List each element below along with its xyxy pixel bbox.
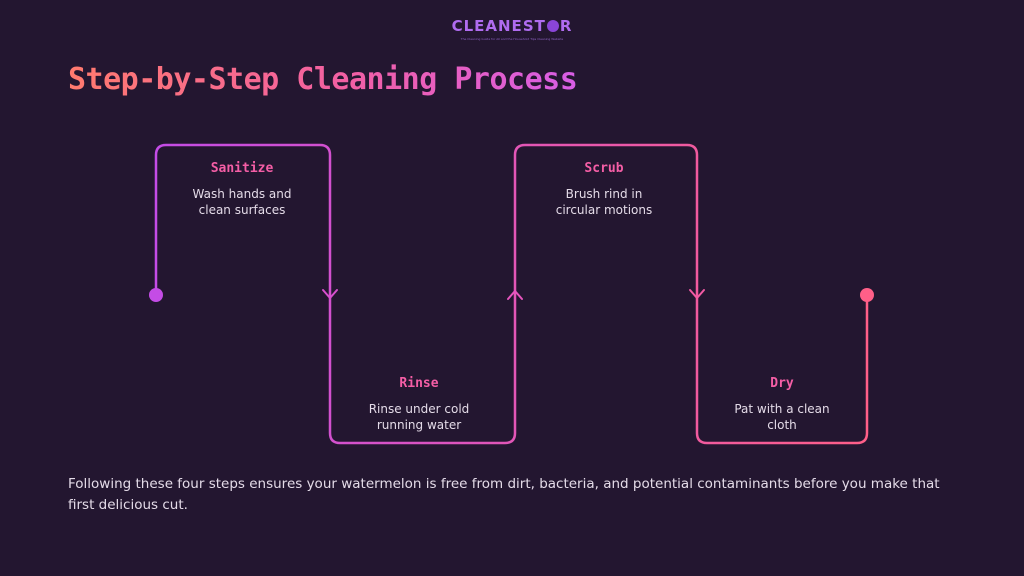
arrow-up-icon xyxy=(507,290,523,300)
step-description: Pat with a clean cloth xyxy=(734,402,830,432)
brand-name-part2: ST xyxy=(522,17,546,35)
step-dry: Dry Pat with a clean cloth xyxy=(697,376,867,433)
brand-name-part1: CLEANE xyxy=(451,17,523,35)
flow-path xyxy=(154,143,869,445)
brand-tagline: The Cleaning Guide for All and the House… xyxy=(460,37,564,41)
flow-start-dot xyxy=(149,288,163,302)
summary-text: Following these four steps ensures your … xyxy=(68,476,940,513)
arrow-down-icon xyxy=(689,289,705,299)
step-title: Rinse xyxy=(399,376,439,391)
globe-icon xyxy=(546,20,559,32)
step-description: Rinse under cold running water xyxy=(368,402,470,432)
step-rinse: Rinse Rinse under cold running water xyxy=(334,376,504,433)
flow-end-dot xyxy=(860,288,874,302)
step-title: Dry xyxy=(770,376,794,391)
step-title: Scrub xyxy=(584,161,624,176)
step-title: Sanitize xyxy=(210,161,274,176)
page-title: Step-by-Step Cleaning Process xyxy=(68,62,578,97)
step-description: Brush rind in circular motions xyxy=(555,187,653,217)
step-scrub: Scrub Brush rind in circular motions xyxy=(519,161,689,218)
arrow-down-icon xyxy=(322,289,338,299)
step-sanitize: Sanitize Wash hands and clean surfaces xyxy=(157,161,327,218)
brand-name-part3: R xyxy=(559,17,573,35)
step-description: Wash hands and clean surfaces xyxy=(192,187,292,217)
